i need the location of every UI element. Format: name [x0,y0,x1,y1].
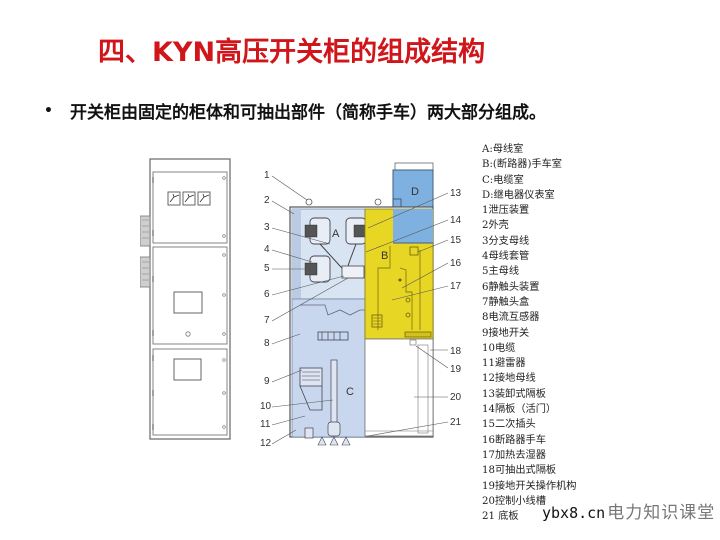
meter-icon [182,191,196,206]
cable [330,359,338,427]
svg-text:18: 18 [450,346,462,357]
callouts-left: 1 2 3 4 5 6 7 8 9 10 11 12 [260,170,349,449]
cabinet-section-view: D A C [250,160,480,464]
svg-text:9: 9 [264,376,270,387]
zone-label-c: C [346,386,354,398]
inspection-window [173,291,203,314]
callouts-right: 13 14 15 16 17 18 19 20 21 [365,188,462,437]
svg-text:20: 20 [450,392,462,403]
legend-item: 9接地开关 [482,327,530,339]
svg-text:21: 21 [450,417,462,428]
slide-title: 四、KYN高压开关柜的组成结构 [98,37,486,68]
svg-text:6: 6 [264,289,270,300]
svg-text:2: 2 [264,195,270,206]
legend-item: 17加热去湿器 [482,449,546,461]
legend-item: 15二次插头 [482,419,536,431]
legend-item: 14隔板（活门） [482,404,557,416]
svg-text:13: 13 [450,188,462,199]
meter-icon [167,191,181,206]
bullet-marker: • [44,102,53,119]
bullet-text: 开关柜由固定的柜体和可抽出部件（简称手车）两大部分组成。 [70,103,546,123]
legend-item: 21 底板 [482,511,519,523]
svg-text:3: 3 [264,222,270,233]
legend-item: 16断路器手车 [482,434,546,446]
legend-item: 2外壳 [482,220,509,232]
watermark-site: ybx8.cn [542,504,606,522]
legend-zone-a: A:母线室 [482,144,524,155]
watermark-brand: 电力知识课堂 [607,503,716,523]
parts-legend: A:母线室 B:(断路器)手车室 C:电缆室 D:继电器仪表室 1泄压装置 2外… [482,142,576,524]
legend-item: 10电缆 [482,342,516,354]
legend-item: 13装卸式隔板 [482,388,546,400]
legend-item: 6静触头装置 [482,281,540,293]
svg-text:10: 10 [260,401,272,412]
svg-text:1: 1 [264,170,270,181]
zone-label-a: A [332,228,340,240]
svg-text:14: 14 [450,215,462,226]
legend-item: 11避雷器 [482,358,526,370]
bullet-point: • 开关柜由固定的柜体和可抽出部件（简称手车）两大部分组成。 [44,98,546,124]
svg-text:7: 7 [264,315,270,326]
legend-zone-b: B:(断路器)手车室 [482,159,562,171]
svg-text:16: 16 [450,258,462,269]
svg-text:11: 11 [260,419,271,430]
inspection-window [173,358,202,381]
legend-item: 7静触头盒 [482,296,530,308]
svg-text:12: 12 [260,438,272,449]
legend-item: 19接地开关操作机构 [482,480,577,492]
legend-item: 12接地母线 [482,373,536,385]
cabinet-front-view [139,150,240,454]
svg-text:4: 4 [264,244,270,255]
legend-item: 18可抽出式隔板 [482,465,557,477]
legend-zone-d: D:继电器仪表室 [482,189,555,201]
legend-item: 3分支母线 [482,235,530,247]
legend-zone-c: C:电缆室 [482,174,524,186]
svg-text:17: 17 [450,281,462,292]
zone-label-b: B [381,250,388,262]
legend-item: 20控制小线槽 [482,495,546,507]
zone-label-d: D [411,186,419,198]
legend-item: 8电流互感器 [482,312,540,324]
watermark: ybx8.cn 电力知识课堂 [542,498,715,523]
svg-text:5: 5 [264,263,270,274]
legend-item: 5主母线 [482,266,520,278]
legend-item: 1泄压装置 [482,205,530,217]
meter-icon [197,191,211,206]
svg-text:8: 8 [264,338,270,349]
svg-text:19: 19 [450,364,462,375]
svg-text:15: 15 [450,235,462,246]
legend-item: 4母线套管 [482,251,530,263]
